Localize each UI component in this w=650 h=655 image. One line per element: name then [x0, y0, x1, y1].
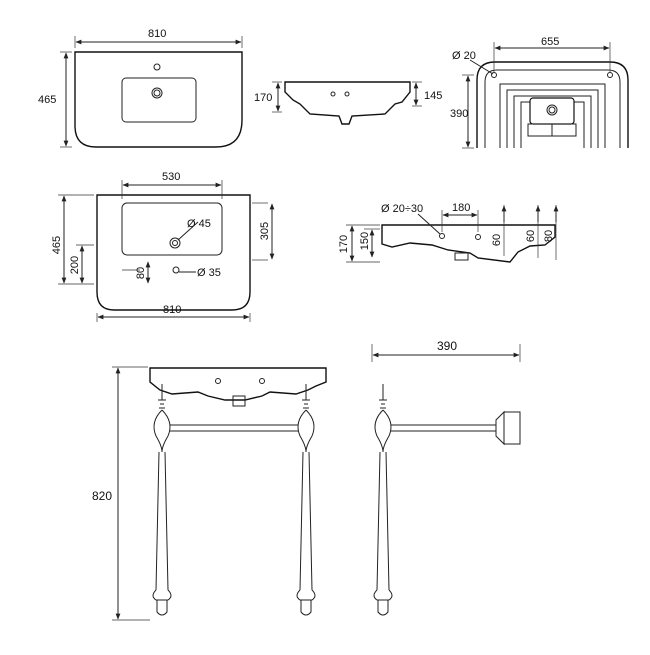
back-hole-spacing-label: 655 — [541, 36, 559, 48]
stand-height-label: 820 — [92, 489, 112, 503]
section-hole-range-label: Ø 20÷30 — [381, 203, 423, 215]
section-height-label: 170 — [338, 235, 350, 253]
side-height-label: 170 — [254, 92, 272, 104]
plan-view: 530 465 200 80 305 Ø 45 Ø 35 810 — [51, 171, 275, 322]
top-depth-label: 465 — [38, 94, 56, 106]
plan-tap-offset-label: 200 — [69, 256, 81, 274]
back-height-label: 390 — [450, 108, 468, 120]
plan-bowl-hole-label: Ø 45 — [187, 218, 211, 230]
top-width-label: 810 — [148, 28, 166, 40]
section-hole-spacing-label: 180 — [452, 202, 470, 214]
side-stand-view: 390 — [371, 339, 521, 616]
plan-overflow-offset-label: 80 — [135, 267, 147, 279]
section-dim-c-label: 80 — [543, 230, 555, 242]
plan-width-label: 810 — [163, 304, 181, 316]
section-inner-label: 150 — [359, 232, 371, 250]
plan-depth-label: 465 — [51, 236, 63, 254]
side-inner-height-label: 145 — [424, 90, 442, 102]
section-dim-a-label: 60 — [491, 234, 503, 246]
section-view: Ø 20÷30 180 170 150 60 60 80 — [338, 202, 559, 263]
front-stand-view: 820 — [92, 366, 327, 621]
plan-bowl-width-label: 530 — [162, 171, 180, 183]
section-dim-b-label: 60 — [525, 230, 537, 242]
back-view: Ø 20 655 390 — [450, 36, 629, 149]
side-stand-depth-label: 390 — [437, 339, 457, 353]
plan-bowl-depth-label: 305 — [259, 222, 271, 240]
back-hole-dia-label: Ø 20 — [452, 50, 476, 62]
plan-waste-hole-label: Ø 35 — [197, 267, 221, 279]
side-section-view: 170 145 — [254, 81, 442, 125]
top-view: 810 465 — [38, 28, 243, 148]
